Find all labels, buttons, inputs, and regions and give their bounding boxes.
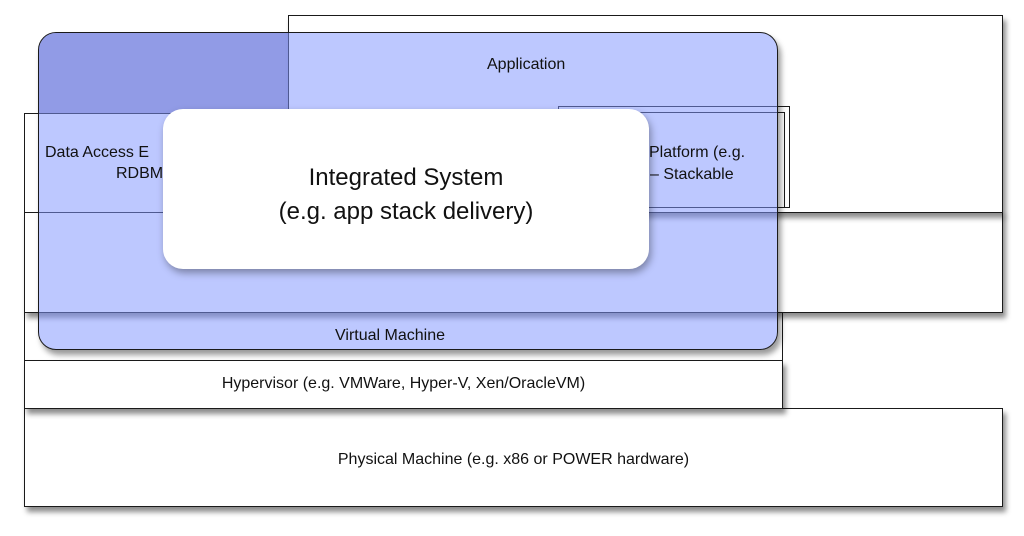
physical-machine-label: Physical Machine (e.g. x86 or POWER hard…: [337, 451, 690, 468]
data-access-label-line1: Data Access E: [45, 144, 150, 161]
callout-title-line2: (e.g. app stack delivery): [278, 197, 534, 225]
platform-label-line2: – Stackable: [650, 166, 734, 183]
integrated-system-callout: Integrated System (e.g. app stack delive…: [163, 109, 649, 269]
hypervisor-layer: Hypervisor (e.g. VMWare, Hyper-V, Xen/Or…: [24, 360, 783, 409]
hypervisor-label: Hypervisor (e.g. VMWare, Hyper-V, Xen/Or…: [221, 375, 586, 392]
platform-label-line1: Platform (e.g.: [649, 144, 746, 161]
application-label: Application: [487, 56, 566, 73]
integrated-system-corner-shade: [39, 33, 288, 113]
callout-title-line1: Integrated System: [308, 164, 504, 191]
virtual-machine-label: Virtual Machine: [335, 327, 445, 344]
physical-machine-layer: Physical Machine (e.g. x86 or POWER hard…: [24, 408, 1003, 507]
callout-title: Integrated System (e.g. app stack delive…: [163, 161, 649, 228]
data-access-label-line2: RDBM: [116, 165, 164, 182]
